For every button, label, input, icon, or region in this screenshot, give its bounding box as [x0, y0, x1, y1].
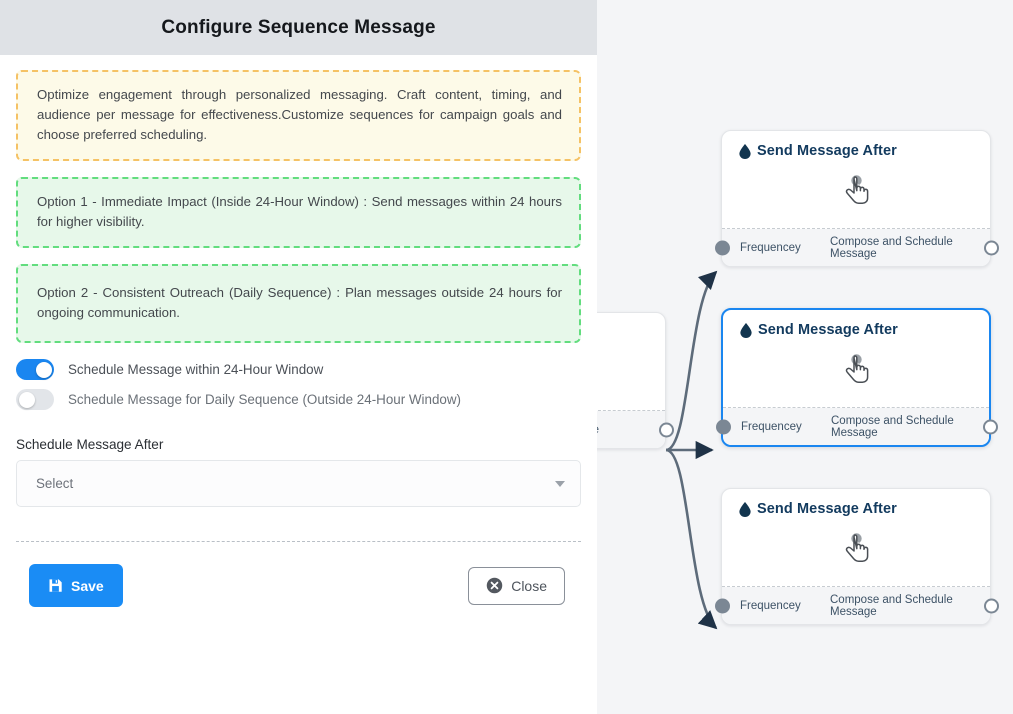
node-footer-left-label: Frequencey: [740, 241, 801, 254]
node-footer-right-label: Compose and Schedule Message: [831, 414, 954, 439]
node-divider: [722, 586, 990, 587]
node-body: Send Message After: [722, 489, 990, 586]
node-title-label: Send Message After: [757, 143, 897, 159]
node-footer-left-label: Frequencey: [740, 599, 801, 612]
node-footer-right-label: Compose and Schedule Message: [830, 593, 953, 618]
node-output-handle[interactable]: [984, 598, 999, 613]
node-center-icon-wrap: [722, 169, 990, 211]
node-title-row: Send Message After: [723, 310, 989, 338]
floppy-disk-icon: [48, 578, 63, 593]
node-footer-left-label: Frequencey: [741, 420, 802, 433]
toggle-schedule-daily-sequence[interactable]: [16, 389, 54, 410]
circle-x-icon: [486, 577, 503, 594]
node-input-handle[interactable]: [715, 240, 730, 255]
node-center-icon-wrap: [722, 527, 990, 569]
option-1-callout: Option 1 - Immediate Impact (Inside 24-H…: [16, 177, 581, 248]
close-button-label: Close: [511, 577, 547, 594]
schedule-message-after-label: Schedule Message After: [16, 437, 164, 452]
node-divider: [722, 228, 990, 229]
save-button[interactable]: Save: [29, 564, 123, 607]
node-title-label: Send Message After: [757, 501, 897, 517]
node-send-message-after-3[interactable]: Send Message After Frequencey Compose an…: [715, 488, 999, 625]
panel-body: Optimize engagement through personalized…: [0, 55, 597, 607]
node-title-row: Send Message After: [722, 131, 990, 159]
droplet-icon: [740, 322, 752, 338]
node-send-message-after-2[interactable]: Send Message After Frequencey Compose an…: [716, 308, 998, 447]
toggle-knob: [35, 361, 52, 378]
footer-divider: [16, 541, 581, 542]
node-title-label: Send Message After: [758, 322, 898, 338]
node-output-handle[interactable]: [983, 419, 998, 434]
info-note-callout: Optimize engagement through personalized…: [16, 70, 581, 161]
node-input-handle[interactable]: [716, 419, 731, 434]
select-value: Select: [36, 476, 74, 491]
node-input-handle[interactable]: [715, 598, 730, 613]
node-title-row: Send Message After: [722, 489, 990, 517]
node-footer: Frequencey Compose and Schedule Message: [715, 229, 999, 266]
node-divider: [723, 407, 989, 408]
toggle-row-daily-sequence[interactable]: Schedule Message for Daily Sequence (Out…: [16, 389, 581, 410]
node-footer: Frequencey Compose and Schedule Message: [716, 408, 998, 445]
node-output-handle[interactable]: [659, 422, 674, 437]
toggle-schedule-within-24h[interactable]: [16, 359, 54, 380]
panel-header: Configure Sequence Message: [0, 0, 597, 55]
page-title: Configure Sequence Message: [161, 16, 436, 38]
node-body: Send Message After: [723, 310, 989, 407]
node-footer: Frequencey Compose and Schedule Message: [715, 587, 999, 624]
close-button[interactable]: Close: [468, 566, 565, 605]
node-send-message-after-1[interactable]: Send Message After Frequencey Compose an…: [715, 130, 999, 267]
pointing-hand-cursor-icon: [835, 348, 877, 390]
droplet-icon: [739, 501, 751, 517]
chevron-down-icon: [555, 480, 565, 487]
toggle-label-daily-sequence: Schedule Message for Daily Sequence (Out…: [68, 392, 461, 407]
save-button-label: Save: [71, 577, 104, 594]
option-2-callout: Option 2 - Consistent Outreach (Daily Se…: [16, 264, 581, 343]
configure-sequence-panel: Configure Sequence Message Optimize enga…: [0, 0, 597, 714]
panel-footer: Save Close: [16, 542, 581, 607]
node-output-handle[interactable]: [984, 240, 999, 255]
toggle-row-within-24h[interactable]: Schedule Message within 24-Hour Window: [16, 359, 581, 380]
node-center-icon-wrap: [723, 348, 989, 390]
toggle-label-within-24h: Schedule Message within 24-Hour Window: [68, 362, 324, 377]
node-body: Send Message After: [722, 131, 990, 228]
droplet-icon: [739, 143, 751, 159]
pointing-hand-cursor-icon: [835, 169, 877, 211]
node-divider: [529, 410, 665, 411]
pointing-hand-cursor-icon: [835, 527, 877, 569]
toggle-knob: [18, 391, 35, 408]
schedule-message-after-select[interactable]: Select: [16, 460, 581, 507]
node-footer-right-label: Compose and Schedule Message: [830, 235, 953, 260]
